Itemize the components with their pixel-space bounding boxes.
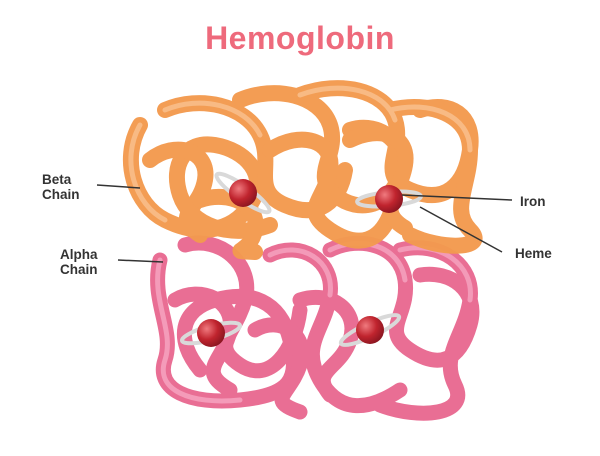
diagram-title: Hemoglobin [205,20,395,56]
heme-label: Heme [515,246,552,261]
heme-leader [419,206,503,253]
beta-chain-label-line2: Chain [42,187,80,202]
leader-lines [96,184,513,263]
heme-group-beta-left [214,171,272,215]
iron-label: Iron [520,194,546,209]
alpha-chain-subunits [150,235,480,421]
beta-chain-leader [96,184,141,189]
beta-chain-subunits [122,80,483,260]
alpha-chain-label: Alpha Chain [60,247,98,277]
alpha-chain-label-line1: Alpha [60,247,98,262]
iron-leader [401,194,513,201]
heme-group-alpha-right [338,313,402,347]
beta-chain-label: Beta Chain [42,172,80,202]
alpha-chain-leader [117,259,164,263]
alpha-chain-label-line2: Chain [60,262,98,277]
heme-group-alpha-left [179,319,243,347]
beta-chain-label-line1: Beta [42,172,72,187]
